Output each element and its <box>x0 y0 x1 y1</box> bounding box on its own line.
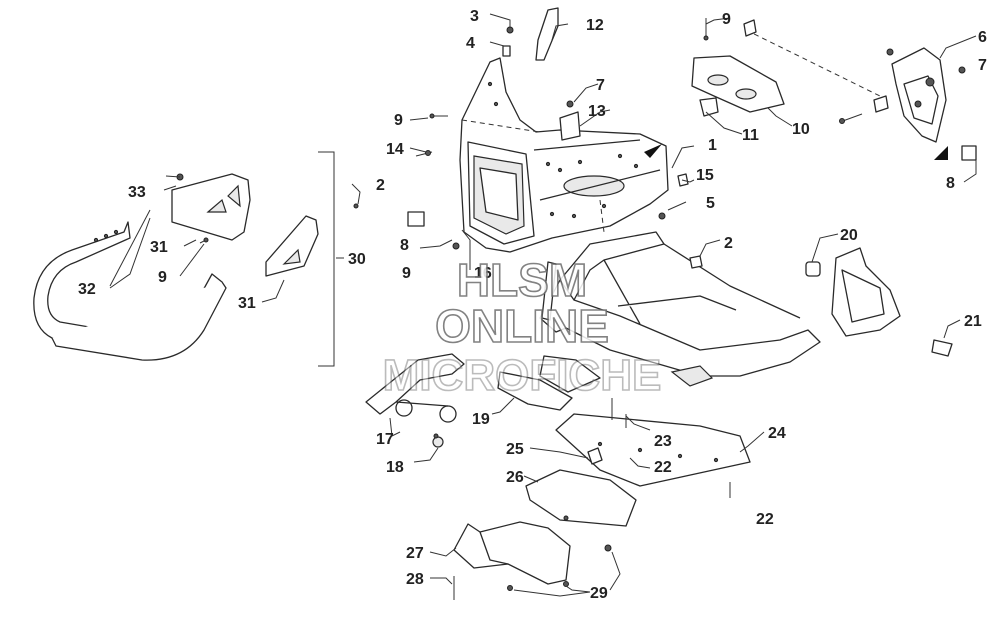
a-arm-guard <box>453 521 571 585</box>
callout-14: 14 <box>386 141 404 158</box>
leader-lines <box>109 13 977 597</box>
callout-10: 10 <box>792 121 810 138</box>
bumper-bracket-plate <box>265 215 319 277</box>
callout-11: 11 <box>742 127 759 144</box>
callout-25: 25 <box>506 441 524 458</box>
callout-12: 12 <box>586 17 604 34</box>
watermark-line-1: HLSM <box>457 254 587 306</box>
skid-plate <box>555 413 751 487</box>
callout-8: 8 <box>946 175 955 192</box>
callout-7: 7 <box>596 77 605 94</box>
frame-holes <box>487 81 639 219</box>
callout-15: 15 <box>696 167 714 184</box>
callout-30: 30 <box>348 251 366 268</box>
spindle-bracket <box>743 19 977 161</box>
callout-21: 21 <box>964 313 982 330</box>
callout-18: 18 <box>386 459 404 476</box>
lower-skid-plate <box>525 469 637 527</box>
watermark-line-2: ONLINE <box>435 300 609 352</box>
callout-22: 22 <box>756 511 774 528</box>
callout-6: 6 <box>978 29 987 46</box>
callout-29: 29 <box>590 585 608 602</box>
callout-23: 23 <box>654 433 672 450</box>
callout-31: 31 <box>150 239 168 256</box>
callout-32: 32 <box>78 281 96 298</box>
callout-9: 9 <box>394 112 403 129</box>
callout-1: 1 <box>708 137 717 154</box>
callout-4: 4 <box>466 35 475 52</box>
rubber-bumper <box>961 145 977 161</box>
rubber-bumper <box>407 211 425 227</box>
callout-labels: 3 4 12 7 9 13 14 1 2 15 5 8 9 16 2 9 11 … <box>78 8 987 602</box>
front-frame-head <box>459 57 669 253</box>
callout-9: 9 <box>722 11 731 28</box>
callout-19: 19 <box>472 411 490 428</box>
callout-20: 20 <box>840 227 858 244</box>
callout-33: 33 <box>128 184 146 201</box>
callout-7: 7 <box>978 57 987 74</box>
callout-2: 2 <box>376 177 385 194</box>
callout-3: 3 <box>470 8 479 25</box>
callout-16: 16 <box>474 265 492 282</box>
callout-24: 24 <box>768 425 786 442</box>
bumper-bracket <box>171 173 251 241</box>
callout-26: 26 <box>506 469 524 486</box>
callout-2: 2 <box>724 235 733 252</box>
callout-22: 22 <box>654 459 672 476</box>
callout-17: 17 <box>376 431 394 448</box>
small-bracket <box>559 111 581 141</box>
callout-31: 31 <box>238 295 256 312</box>
group-bracket-30 <box>318 151 335 367</box>
callout-27: 27 <box>406 545 424 562</box>
foot-plate-assembly <box>691 18 785 117</box>
callout-5: 5 <box>706 195 715 212</box>
callout-9: 9 <box>158 269 167 286</box>
mud-flap <box>535 7 559 61</box>
callout-8: 8 <box>400 237 409 254</box>
watermark-line-3: MICROFICHE <box>383 351 662 400</box>
callout-13: 13 <box>588 103 606 120</box>
callout-9: 9 <box>402 265 411 282</box>
front-bumper-assembly <box>33 173 319 361</box>
watermark: HLSM ONLINE MICROFICHE <box>382 253 662 401</box>
a-arm-bracket <box>365 353 465 415</box>
callout-28: 28 <box>406 571 424 588</box>
